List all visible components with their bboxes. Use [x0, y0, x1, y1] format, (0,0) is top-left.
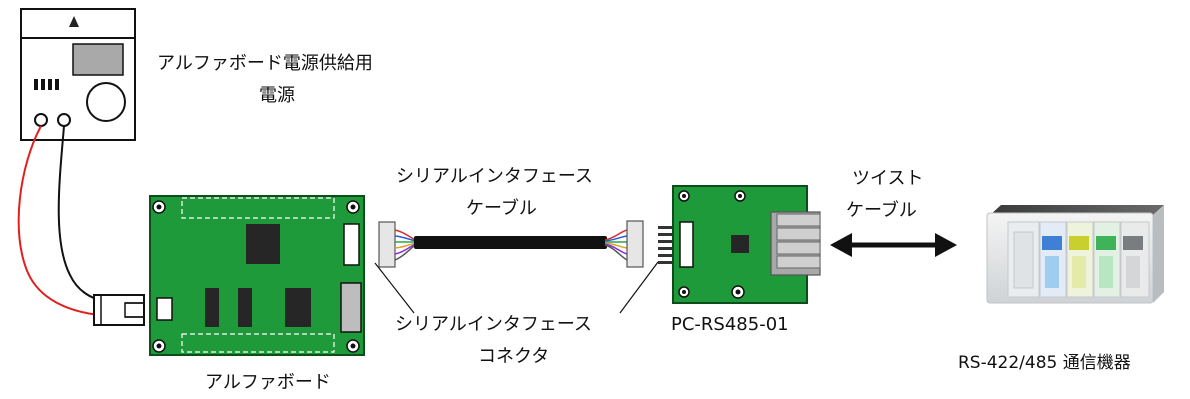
converter-header — [679, 221, 694, 268]
alpha-board-mount-holes — [152, 200, 360, 353]
power-wire-black — [57, 125, 101, 301]
alpha-board-chip-b — [238, 288, 252, 327]
connector-leader-right — [619, 261, 659, 314]
connector-leader-left — [374, 262, 415, 314]
alpha-board-side-connector — [340, 282, 362, 333]
power-terminal-negative-icon — [57, 113, 71, 127]
converter-chip — [731, 235, 749, 253]
serial-cable-label-line1: シリアルインタフェース — [396, 166, 593, 187]
cable-wires-left — [394, 229, 417, 261]
alpha-board-power-jack — [156, 297, 173, 321]
power-wire-red — [17, 125, 101, 316]
serial-connector-label-line1: シリアルインタフェース — [395, 314, 592, 335]
power-supply-indicator-icons — [34, 79, 59, 90]
cable-black-body — [414, 236, 607, 249]
converter-header-pins — [658, 226, 675, 264]
power-terminal-positive-icon — [34, 113, 48, 127]
alpha-board-serial-header — [343, 223, 360, 266]
power-plug-icon — [93, 294, 145, 326]
power-supply-unit — [20, 8, 136, 141]
alpha-board-silk-top — [181, 197, 335, 219]
rs-device-icon — [986, 205, 1164, 304]
twist-cable-label-line2: ケーブル — [846, 200, 917, 221]
converter-mount-holes — [678, 190, 746, 299]
rs-device-modules — [1007, 221, 1150, 298]
power-supply-knob-icon — [86, 82, 126, 122]
pc-rs485-board — [658, 185, 821, 304]
cable-connector-right — [626, 220, 644, 268]
serial-interface-cable — [378, 220, 644, 268]
alpha-board-silk-bottom — [181, 333, 335, 353]
twist-cable-label-line1: ツイスト — [852, 168, 924, 189]
power-supply-triangle-icon — [69, 16, 79, 27]
power-supply-display — [72, 43, 124, 76]
twist-cable-arrow — [830, 233, 957, 257]
cable-wires-right — [604, 229, 628, 261]
power-supply-label-line2: 電源 — [259, 85, 295, 106]
alpha-board-label: アルファボード — [205, 372, 331, 393]
alpha-board-chip-a — [205, 288, 219, 327]
converter-label: PC-RS485-01 — [671, 314, 789, 335]
serial-connector-label-line2: コネクタ — [478, 346, 550, 367]
converter-terminal-block — [770, 211, 821, 276]
rs-device-label: RS-422/485 通信機器 — [958, 353, 1131, 373]
power-supply-label-line1: アルファボード電源供給用 — [157, 53, 373, 74]
alpha-board-main-chip — [246, 224, 280, 264]
cable-connector-left — [378, 221, 396, 268]
alpha-board-chip-c — [285, 288, 311, 327]
alpha-board-body — [149, 195, 365, 356]
serial-cable-label-line2: ケーブル — [466, 198, 537, 219]
alpha-board-pcb — [149, 195, 365, 356]
